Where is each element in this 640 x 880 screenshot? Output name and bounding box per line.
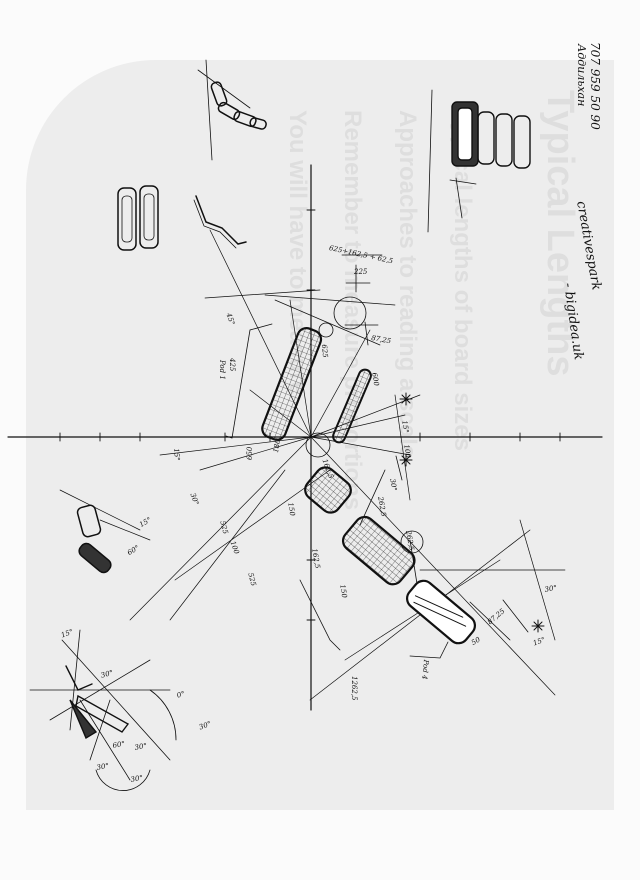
dimension-lines	[225, 254, 529, 659]
asterisk-marker	[531, 619, 545, 633]
dimension-label: 625	[320, 344, 330, 359]
angle-label: 15°	[172, 448, 182, 462]
thumbnail-sketch-seat	[427, 89, 531, 233]
asterisk-marker	[399, 392, 413, 406]
thumbnail-sketch-pair	[117, 185, 247, 251]
pod-3	[341, 515, 416, 586]
thumbnail-sketch-chair	[59, 489, 151, 574]
dimension-label: 1262,5	[350, 676, 358, 701]
pod-4	[406, 579, 476, 645]
axis-ticks	[59, 209, 561, 621]
dimension-label: 650	[246, 446, 254, 460]
phone-number: 707 959 50 90	[588, 42, 602, 130]
pod-1	[261, 327, 323, 441]
thumbnail-sketch-radial	[29, 629, 177, 791]
construction-circle	[305, 432, 331, 458]
asterisk-marker	[399, 453, 413, 467]
dimension-label: 225	[354, 268, 368, 276]
thumbnail-sketch-bench	[197, 59, 267, 161]
construction-circle	[318, 322, 334, 338]
dimension-label: 425	[228, 358, 236, 372]
author-name: Аддильхан	[575, 44, 588, 107]
pod-2	[332, 368, 372, 444]
pod-label: Pod 1	[218, 360, 226, 380]
construction-circle	[333, 296, 367, 330]
pod-upper-diagonal	[304, 466, 352, 514]
construction-lines	[129, 229, 566, 701]
pod-label: Pod 4	[420, 659, 430, 680]
